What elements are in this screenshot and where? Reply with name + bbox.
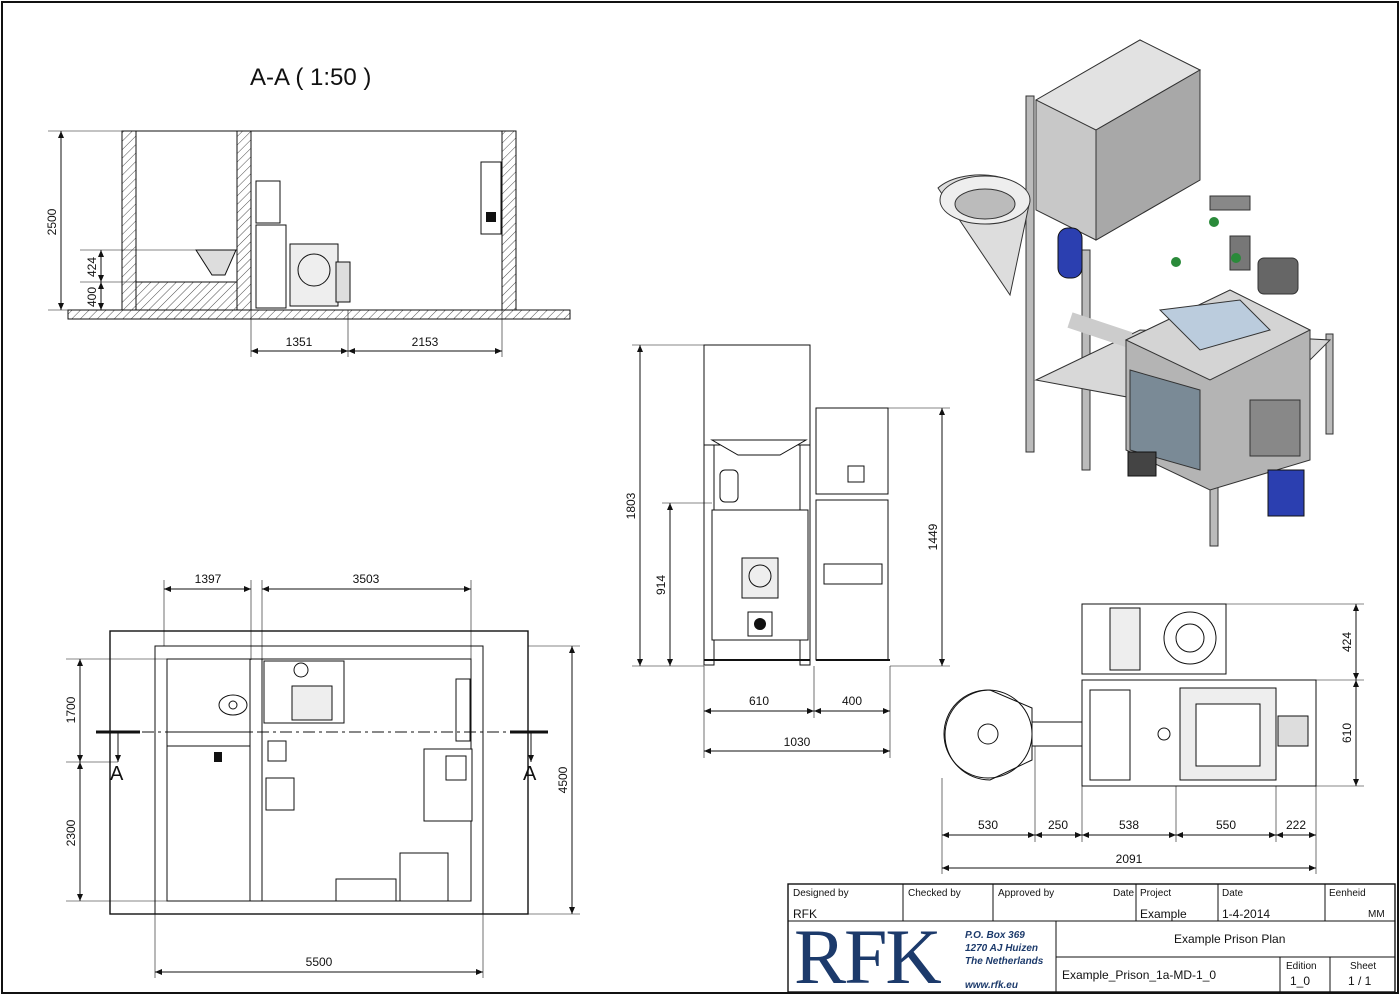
dim-1449: 1449 xyxy=(926,523,940,550)
isometric-view xyxy=(937,39,1334,547)
dim-2153: 2153 xyxy=(412,335,439,349)
dim-424-section: 424 xyxy=(85,257,99,277)
project-value: Example xyxy=(1140,907,1187,921)
dim-610-front: 610 xyxy=(749,694,769,708)
dim-2300: 2300 xyxy=(64,819,78,846)
section-view-a-a: A-A ( 1:50 ) 2500 424 400 xyxy=(45,64,571,357)
dim-400-section: 400 xyxy=(85,287,99,307)
section-title: A-A ( 1:50 ) xyxy=(250,64,371,91)
dim-250: 250 xyxy=(1048,818,1068,832)
dim-1803: 1803 xyxy=(624,492,638,519)
dim-530: 530 xyxy=(978,818,998,832)
unit-value: MM xyxy=(1368,909,1385,920)
dim-914: 914 xyxy=(654,575,668,595)
project-label: Project xyxy=(1140,888,1172,899)
floor-plan-view: A A 1397 3503 1700 2300 4500 5500 xyxy=(64,572,580,978)
checked-by-label: Checked by xyxy=(908,888,961,899)
date-label: Date xyxy=(1222,888,1244,899)
dim-3503: 3503 xyxy=(353,572,380,586)
designed-by-label: Designed by xyxy=(793,888,849,899)
top-view: 424 610 530 250 538 550 222 2091 xyxy=(941,603,1364,874)
approval-date-label: Date xyxy=(1113,888,1135,899)
company-website: www.rfk.eu xyxy=(965,980,1018,991)
drawing-title: Example Prison Plan xyxy=(1174,932,1286,946)
title-block xyxy=(787,883,1396,993)
date-value: 1-4-2014 xyxy=(1222,907,1271,921)
dim-550: 550 xyxy=(1216,818,1236,832)
unit-label: Eenheid xyxy=(1329,888,1366,899)
address-line-1: P.O. Box 369 xyxy=(965,930,1025,941)
edition-value: 1_0 xyxy=(1290,974,1311,988)
dim-5500: 5500 xyxy=(306,955,333,969)
dim-610-top: 610 xyxy=(1340,723,1354,743)
dim-2500: 2500 xyxy=(45,208,59,235)
dim-400-front: 400 xyxy=(842,694,862,708)
dim-4500: 4500 xyxy=(556,766,570,793)
dim-538: 538 xyxy=(1119,818,1139,832)
designed-by-value: RFK xyxy=(793,907,817,921)
dim-1700: 1700 xyxy=(64,696,78,723)
company-logo: RFK xyxy=(794,913,942,1000)
address-line-2: 1270 AJ Huizen xyxy=(965,943,1038,954)
section-marker-left: A xyxy=(110,763,124,785)
dim-1030: 1030 xyxy=(784,735,811,749)
edition-label: Edition xyxy=(1286,961,1317,972)
front-elevation-view: 1803 914 1449 610 400 1030 xyxy=(624,344,950,758)
dim-2091: 2091 xyxy=(1116,852,1143,866)
sheet-value: 1 / 1 xyxy=(1348,974,1372,988)
approved-by-label: Approved by xyxy=(998,888,1055,899)
sheet-label: Sheet xyxy=(1350,961,1377,972)
dim-222: 222 xyxy=(1286,818,1306,832)
dim-424-top: 424 xyxy=(1340,632,1354,652)
dim-1351: 1351 xyxy=(286,335,313,349)
section-marker-right: A xyxy=(523,763,537,785)
dim-1397: 1397 xyxy=(195,572,222,586)
address-line-3: The Netherlands xyxy=(965,956,1044,967)
drawing-file-name: Example_Prison_1a-MD-1_0 xyxy=(1062,968,1217,982)
